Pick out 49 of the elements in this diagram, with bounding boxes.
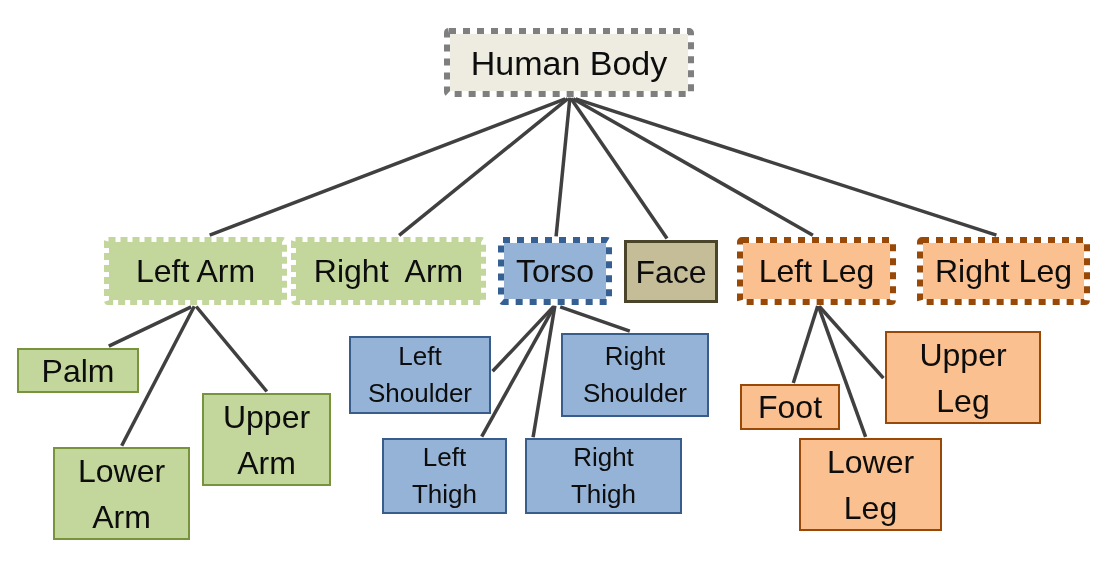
connector-line [209, 97, 566, 237]
root-box [444, 28, 694, 97]
connector-line [791, 305, 820, 384]
node-label: Right Shoulder [581, 340, 689, 410]
part-box [17, 348, 139, 393]
group-box [737, 237, 896, 305]
group-box [291, 237, 486, 305]
node-label: Torso [514, 252, 596, 291]
node-label: Lower Arm [76, 451, 167, 537]
connector-line [194, 305, 269, 393]
node-label: Upper Leg [918, 335, 1008, 421]
node-label: Left Thigh [410, 441, 478, 511]
node-label: Foot [757, 388, 823, 427]
connector-line [559, 305, 631, 333]
part-box [740, 384, 840, 430]
node-label: Right Arm [312, 252, 465, 291]
node-label: Face [634, 252, 708, 292]
connector-line [120, 305, 196, 447]
group-box [498, 237, 612, 305]
node-label: Left Leg [757, 252, 876, 291]
connector-line [491, 305, 555, 373]
part-box [53, 447, 190, 540]
part-box [885, 331, 1041, 424]
connector-line [108, 305, 192, 348]
connector-line [816, 305, 868, 438]
group-box [917, 237, 1090, 305]
node-label: Human Body [469, 42, 669, 83]
connector-line [554, 97, 572, 237]
part-box [525, 438, 682, 514]
connector-line [398, 97, 569, 237]
part-box [202, 393, 331, 486]
node-label: Upper Arm [221, 397, 312, 483]
group-box [624, 240, 718, 303]
node-label: Left Arm [134, 252, 257, 291]
node-label: Right Thigh [569, 441, 637, 511]
connector-line [575, 97, 997, 237]
node-label: Left Shoulder [366, 340, 474, 410]
connector-line [572, 97, 814, 237]
part-box [561, 333, 709, 417]
node-label: Lower Leg [825, 442, 916, 528]
part-box [349, 336, 491, 414]
connector-line [569, 97, 669, 240]
group-box [104, 237, 287, 305]
part-box [799, 438, 942, 531]
part-box [382, 438, 507, 514]
node-label: Right Leg [934, 252, 1073, 291]
connector-line [818, 305, 885, 380]
connector-line [531, 305, 557, 438]
node-label: Palm [40, 351, 116, 391]
